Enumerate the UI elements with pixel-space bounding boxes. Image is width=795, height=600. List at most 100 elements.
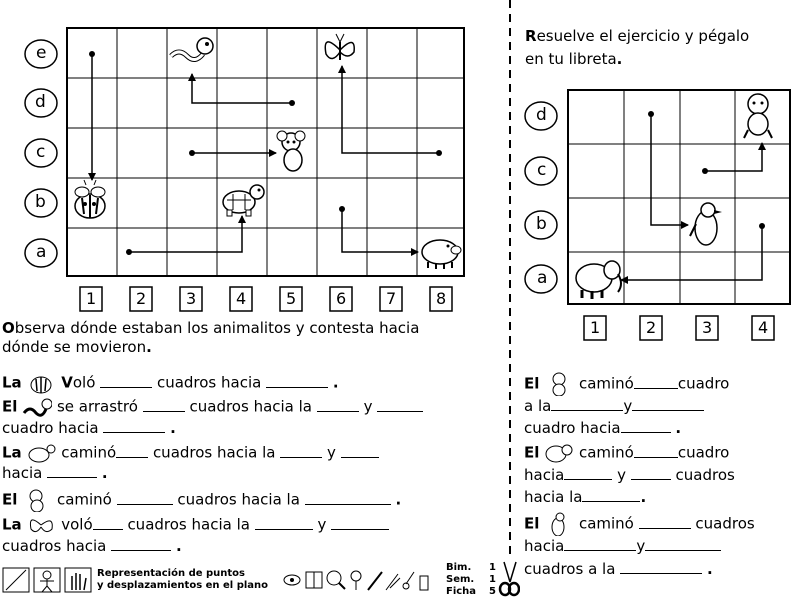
row-label-c bbox=[24, 138, 58, 168]
elephant-path bbox=[620, 226, 763, 284]
question-worm: El se arrastró cuadros hacia la y bbox=[2, 395, 424, 419]
question-turtle-line2: hacia . bbox=[2, 464, 108, 482]
question-bee: La Voló cuadros hacia . bbox=[2, 371, 339, 395]
footer-title-line1: Representación de puntos bbox=[97, 568, 245, 579]
answer-blank[interactable] bbox=[280, 445, 323, 458]
answer-blank[interactable] bbox=[620, 561, 703, 574]
question-elephant-line2: hacia y cuadros bbox=[524, 466, 735, 484]
right-col-label-2: 2 bbox=[646, 318, 657, 337]
question-turtle: La caminó cuadros hacia la y bbox=[2, 441, 379, 465]
bim-value: 1 bbox=[489, 562, 496, 573]
answer-blank[interactable] bbox=[633, 445, 678, 458]
question-penguin-line3: cuadros a la . bbox=[524, 560, 713, 578]
col-label-1: 1 bbox=[86, 289, 97, 308]
question-mouse: El caminó cuadros hacia la . bbox=[2, 488, 401, 513]
person-icon bbox=[33, 567, 61, 593]
right-col-label-4: 4 bbox=[758, 318, 769, 337]
col-label-5: 5 bbox=[286, 289, 297, 308]
answer-blank[interactable] bbox=[551, 398, 624, 411]
answer-blank[interactable] bbox=[142, 399, 185, 412]
right-row-labels bbox=[524, 101, 558, 294]
row-label-e-text: e bbox=[36, 43, 47, 63]
turtle-path bbox=[129, 215, 246, 253]
eye-icon bbox=[283, 574, 301, 586]
right-arrows bbox=[620, 114, 766, 284]
answer-blank[interactable] bbox=[116, 492, 173, 505]
row-label-c-text: c bbox=[36, 142, 46, 162]
answer-blank[interactable] bbox=[266, 375, 329, 388]
footer-tool-icons bbox=[283, 570, 429, 591]
magnifier-icon bbox=[326, 570, 342, 586]
left-instruction-line1: Observa dónde estaban los animalitos y c… bbox=[2, 319, 420, 337]
answer-blank[interactable] bbox=[92, 517, 123, 530]
crayons-icon bbox=[385, 573, 401, 591]
right-row-label-c-text: c bbox=[537, 160, 547, 180]
col-label-6: 6 bbox=[336, 289, 347, 308]
ficha-label: Ficha bbox=[446, 586, 477, 597]
calculator-icon bbox=[2, 567, 30, 593]
answer-blank[interactable] bbox=[316, 399, 359, 412]
right-col-label-1: 1 bbox=[590, 318, 601, 337]
scissors-icon bbox=[402, 582, 410, 590]
answer-blank[interactable] bbox=[116, 445, 149, 458]
answer-blank[interactable] bbox=[645, 538, 722, 551]
monkey-small-icon bbox=[544, 372, 574, 397]
answer-blank[interactable] bbox=[564, 467, 613, 480]
answer-blank[interactable] bbox=[630, 467, 671, 480]
butterfly-icon bbox=[324, 33, 355, 60]
answer-blank[interactable] bbox=[632, 398, 705, 411]
row-label-e bbox=[24, 39, 58, 69]
bee-icon bbox=[74, 179, 106, 219]
left-row-labels bbox=[24, 39, 58, 268]
elephant-small-icon bbox=[544, 441, 574, 465]
right-row-label-b-text: b bbox=[536, 214, 547, 234]
bee-small-icon bbox=[26, 371, 56, 395]
question-butterfly: La voló cuadros hacia la y bbox=[2, 513, 390, 537]
glue-icon bbox=[419, 575, 429, 591]
mouse-small-icon bbox=[22, 488, 52, 513]
left-instruction-line2: dónde se movieron. bbox=[2, 338, 152, 356]
answer-blank[interactable] bbox=[111, 538, 172, 551]
col-label-8: 8 bbox=[436, 289, 447, 308]
question-penguin: El caminó cuadros bbox=[524, 512, 755, 537]
worm-small-icon bbox=[22, 395, 53, 419]
col-label-7: 7 bbox=[386, 289, 397, 308]
answer-blank[interactable] bbox=[47, 465, 98, 478]
left-grid bbox=[66, 27, 465, 277]
answer-blank[interactable] bbox=[638, 516, 691, 529]
answer-blank[interactable] bbox=[377, 399, 424, 412]
penguin-icon bbox=[689, 202, 722, 246]
answer-blank[interactable] bbox=[564, 538, 637, 551]
answer-blank[interactable] bbox=[620, 420, 671, 433]
pig-icon bbox=[421, 239, 462, 269]
footer-skill-icons bbox=[2, 567, 92, 593]
penguin-path bbox=[650, 114, 689, 229]
sem-label: Sem. bbox=[446, 574, 475, 585]
question-butterfly-line2: cuadros hacia . bbox=[2, 537, 182, 555]
pencil-icon bbox=[367, 571, 383, 591]
scissors-cut-icon bbox=[498, 561, 520, 597]
question-worm-line2: cuadro hacia . bbox=[2, 419, 176, 437]
answer-blank[interactable] bbox=[331, 517, 390, 530]
answer-blank[interactable] bbox=[100, 375, 153, 388]
col-label-4: 4 bbox=[236, 289, 247, 308]
col-label-2: 2 bbox=[136, 289, 147, 308]
ficha-value: 5 bbox=[489, 586, 496, 597]
turtle-small-icon bbox=[26, 441, 56, 465]
answer-blank[interactable] bbox=[304, 492, 391, 505]
answer-blank[interactable] bbox=[103, 420, 166, 433]
row-label-d-text: d bbox=[35, 92, 46, 112]
answer-blank[interactable] bbox=[633, 376, 678, 389]
answer-blank[interactable] bbox=[254, 517, 313, 530]
mouse-icon bbox=[276, 130, 306, 172]
answer-blank[interactable] bbox=[582, 489, 641, 502]
answer-blank[interactable] bbox=[340, 445, 379, 458]
turtle-icon bbox=[222, 184, 265, 217]
sem-value: 1 bbox=[489, 574, 496, 585]
left-arrows bbox=[88, 54, 439, 256]
